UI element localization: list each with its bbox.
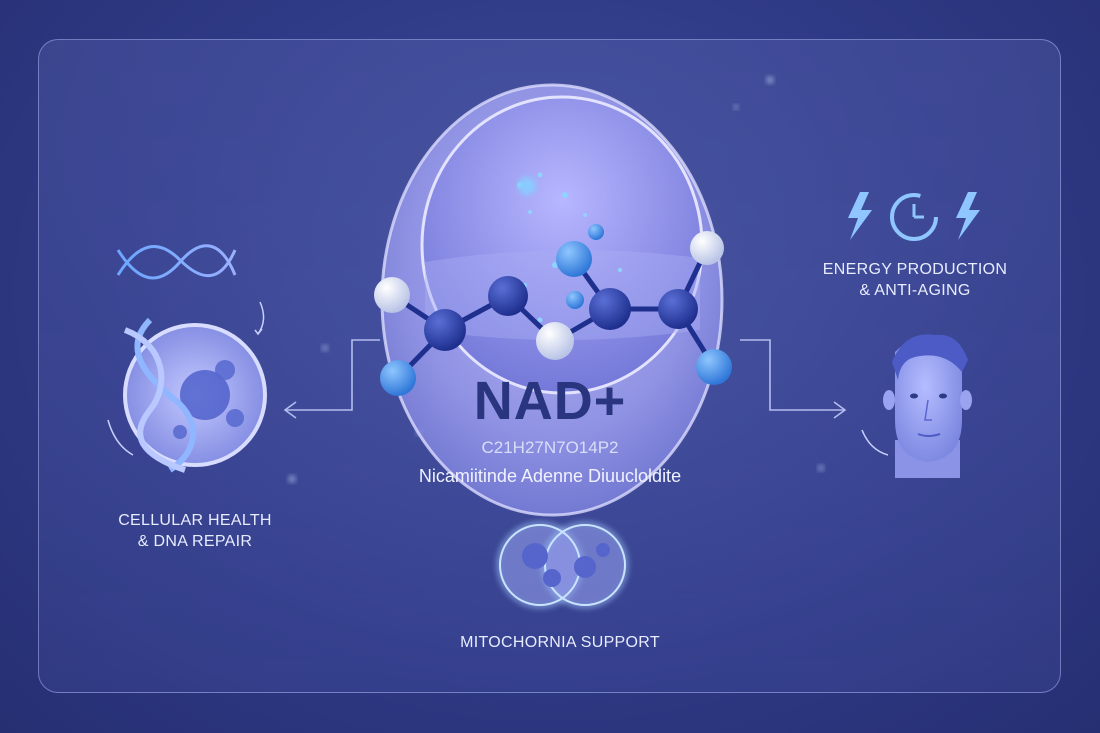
benefit-bottom-line1: MITOCHORNIA SUPPORT [460, 634, 660, 651]
page-title: NAD+ [473, 371, 627, 431]
mitochondria-icon [496, 521, 629, 609]
cell-icon [107, 301, 267, 473]
benefit-mitochondria-support: MITOCHORNIA SUPPORT [430, 633, 690, 654]
benefit-right-line2: & ANTI-AGING [859, 281, 971, 299]
benefit-cellular-health: CELLULAR HEALTH & DNA REPAIR [90, 511, 300, 553]
benefit-right-line1: ENERGY PRODUCTION [822, 261, 1008, 278]
benefit-left-line1: CELLULAR HEALTH [118, 512, 272, 529]
connector-right [740, 339, 847, 419]
chemical-formula: C21H27N7O14P2 [481, 438, 619, 457]
benefit-energy-production: ENERGY PRODUCTION & ANTI-AGING [805, 260, 1025, 302]
full-name: Nicamiitinde Adenne Diuucloldite [418, 466, 682, 486]
dna-icon [116, 244, 237, 280]
benefit-left-line2: & DNA REPAIR [137, 532, 253, 550]
lightning-clock-icon [848, 192, 980, 241]
central-cell [380, 83, 724, 517]
molecule-icon [374, 224, 732, 396]
connector-left [283, 339, 380, 419]
face-icon [861, 334, 972, 478]
